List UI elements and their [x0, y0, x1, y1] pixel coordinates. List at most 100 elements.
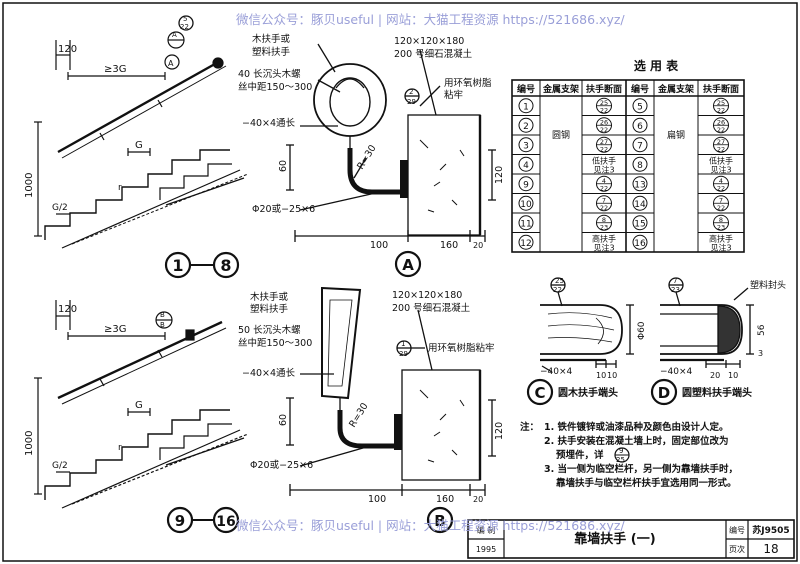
table-section-note: 见注3 — [710, 164, 731, 174]
ref-a2-bottom: 29 — [407, 98, 416, 106]
label-flat-d: −40×4 — [660, 367, 693, 377]
table-section-ref: 23 — [717, 223, 725, 231]
table-header: 编号 — [517, 83, 535, 95]
table-section-ref: 22 — [717, 184, 725, 192]
dim-160: 160 — [440, 240, 458, 251]
table-section-ref: 8 — [719, 216, 723, 224]
table-row-number: 5 — [637, 102, 643, 112]
note-ref-top: 9 — [619, 447, 623, 455]
dim-160-b: 160 — [436, 494, 454, 505]
dim-100-b: 100 — [368, 494, 386, 505]
detail-c-letter: C — [534, 384, 545, 402]
dim-3: 3 — [758, 349, 763, 358]
label-flat-steel: −40×4通长 — [242, 117, 296, 129]
elevation-detail-9-16 — [34, 300, 249, 509]
table-section-ref: 22 — [600, 126, 608, 134]
label-bar-b: Φ20或−25×6 — [250, 459, 313, 471]
title-block — [467, 519, 795, 559]
table-row-number: 3 — [523, 141, 529, 151]
section-b-labels: 木扶手或 塑料扶手 50 长沉头木螺 丝中距150～300 −40×4通长 12… — [238, 290, 505, 505]
detail-title-1-8: 1 8 — [164, 251, 240, 279]
dim-radius-b: R=30 — [347, 401, 370, 429]
ref-b1-top: 1 — [401, 340, 405, 348]
table-section-ref: 4 — [719, 177, 723, 185]
table-section-ref: 7 — [602, 196, 606, 204]
note-2: 2. 扶手安装在混凝土墙上时，固定部位改为 — [544, 435, 729, 447]
table-section-ref: 22 — [717, 204, 725, 212]
watermark-top: 微信公众号：豚贝useful | 网站：大猫工程资源 https://52168… — [236, 12, 625, 27]
table-row-number: 2 — [523, 122, 529, 132]
detail-d-caption: 圆塑料扶手端头 — [682, 386, 752, 399]
dim-g-half-b: G/2 — [52, 461, 68, 471]
ref-c-top: 25 — [555, 277, 564, 285]
table-section-ref: 7 — [719, 196, 723, 204]
label-screw: 40 长沉头木螺 — [238, 68, 301, 80]
label-page: 页次 — [729, 544, 745, 554]
dim-1000-b: 1000 — [24, 431, 35, 456]
label-concrete: 200 号细石混凝土 — [394, 48, 473, 60]
dim-g: G — [135, 140, 143, 151]
ref-d-top: 7 — [673, 277, 677, 285]
table-header: 金属支架 — [542, 83, 579, 95]
elevation-detail-1-8 — [34, 31, 249, 249]
table-section-note: 见注3 — [593, 242, 614, 252]
table-section-ref: 22 — [600, 106, 608, 114]
table-row-number: 7 — [637, 141, 643, 151]
table-section-ref: 26 — [717, 118, 725, 126]
table-section-note: 低扶手 — [592, 155, 616, 165]
label-screw-2: 丝中距150～300 — [238, 81, 312, 93]
table-row-number: 1 — [523, 102, 529, 112]
ref-mark-b: B — [160, 311, 165, 319]
dim-10-a: 10 — [596, 371, 606, 380]
dim-radius: R=30 — [355, 143, 378, 171]
table-section-ref: 23 — [600, 223, 608, 231]
table-section-note: 高扶手 — [592, 233, 616, 243]
section-a-labels: 木扶手或 塑料扶手 40 长沉头木螺 丝中距150～300 −40×4通长 12… — [180, 15, 505, 251]
dim-3g: ≥3G — [104, 64, 127, 75]
note-3-cont: 靠墙扶手与临空栏杆扶手宜选用同一形式。 — [556, 477, 737, 489]
table-section-ref: 22 — [600, 184, 608, 192]
label-r: r — [118, 183, 122, 193]
detail-c-caption: 圆木扶手端头 — [558, 386, 618, 399]
detail-title-9-16: 9 16 — [166, 506, 240, 534]
label-code: 编号 — [729, 525, 745, 535]
label-epoxy-2: 粘牢 — [444, 89, 463, 101]
label-flat-steel-b: −40×4通长 — [242, 367, 296, 379]
dim-phi60: Φ60 — [637, 321, 647, 340]
ref-d-bottom: 23 — [671, 286, 680, 294]
section-b-title: B — [426, 506, 454, 534]
label-screw-b: 50 长沉头木螺 — [238, 324, 301, 336]
detail-c-drawing — [540, 277, 634, 373]
table-section-ref: 22 — [600, 204, 608, 212]
table-support-left: 圆钢 — [552, 129, 570, 141]
detail-d-drawing — [660, 277, 754, 368]
table-section-ref: 22 — [717, 126, 725, 134]
table-section-ref: 27 — [600, 138, 608, 146]
dim-20-b: 20 — [473, 495, 483, 504]
table-row-number: 12 — [520, 239, 531, 249]
dim-120-b: 120 — [58, 304, 77, 315]
label-handrail-b: 木扶手或 — [250, 291, 289, 303]
label-r-b: r — [118, 443, 122, 453]
label-concrete-b: 200 号细石混凝土 — [392, 302, 471, 314]
section-b-letter: B — [434, 512, 445, 530]
note-3: 3. 当一侧为临空栏杆，另一侧为靠墙扶手时， — [544, 463, 738, 475]
table-row-number: 10 — [520, 200, 532, 210]
table-header: 金属支架 — [657, 83, 694, 95]
label-plastic-cap: 塑料封头 — [750, 279, 786, 291]
table-frame — [511, 79, 745, 253]
dim-60-b: 60 — [278, 414, 289, 426]
ref-a1-top: 5 — [183, 15, 187, 23]
ref-b1-bottom: 29 — [399, 350, 408, 358]
dim-120: 120 — [58, 44, 77, 55]
label-year: 1995 — [476, 545, 496, 554]
detail-d-labels: 7 23 塑料封头 56 3 20 10 −40×4 — [660, 277, 786, 380]
dim-20: 20 — [473, 241, 483, 250]
table-section-ref: 22 — [717, 106, 725, 114]
table-row-number: 6 — [637, 122, 643, 132]
table-section-note: 高扶手 — [709, 233, 733, 243]
section-a-drawing — [178, 15, 496, 242]
detail-d-title: D 圆塑料扶手端头 — [650, 378, 752, 406]
